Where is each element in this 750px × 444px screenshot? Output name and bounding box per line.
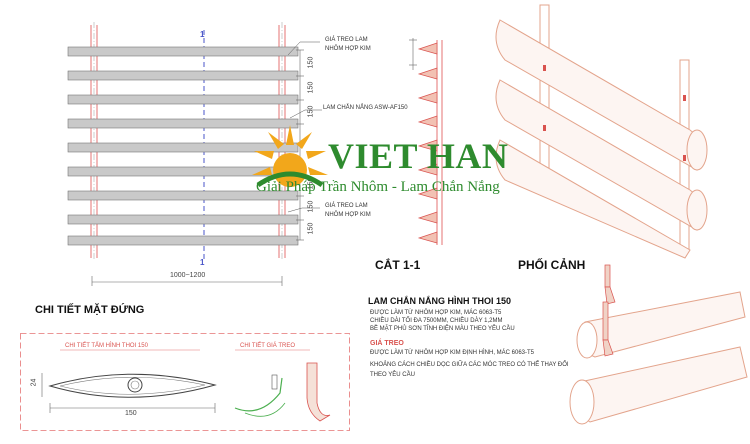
perspective-title: PHỐI CẢNH [518, 258, 586, 272]
brand-tagline: Giải Pháp Trần Nhôm - Lam Chắn Nắng [256, 179, 500, 195]
tube-detail-svg [569, 264, 748, 425]
section-drawing [395, 30, 485, 280]
sun-icon [252, 125, 328, 188]
spec-title: LAM CHẮN NẮNG HÌNH THOI 150 [368, 296, 512, 306]
section-svg [409, 38, 443, 245]
louver-bar-5 [67, 142, 299, 153]
louver-bar-7 [67, 190, 299, 201]
perspective-svg [495, 4, 708, 259]
callout-mid: LAM CHẮN NẮNG ASW-AF150 [323, 105, 408, 111]
hanger-spec-line: ĐƯỢC LÀM TỪ NHÔM HỢP KIM ĐỊNH HÌNH, MÁC … [370, 350, 535, 356]
perspective-drawing [485, 0, 750, 262]
louver-bar-8 [67, 214, 299, 225]
section-louvers [417, 42, 438, 244]
detail-frame: CHI TIẾT TẤM HÌNH THOI 150 CHI TIẾT GIÁ … [20, 333, 350, 431]
spacing-label-2: 150 [307, 81, 315, 94]
spec-line: CHIỀU DÀI TỐI ĐA 7500MM, CHIỀU DÀY 1,2MM [370, 318, 503, 324]
callout-bot-line1: GIÁ TREO LAM [325, 203, 368, 209]
section-mark-bottom: 1 [200, 258, 205, 267]
louver-bar-3 [67, 94, 299, 105]
callout-bot-line2: NHÔM HỢP KIM [325, 212, 371, 218]
width-dimension-label: 1000~1200 [170, 272, 206, 279]
elevation-svg [67, 22, 322, 286]
spec-line: ĐƯỢC LÀM TỪ NHÔM HỢP KIM, MÁC 6063-T5 [370, 310, 502, 316]
spacing-label-1: 150 [307, 56, 315, 69]
louver-bar-9 [67, 235, 299, 246]
section-title: CẮT 1-1 [375, 258, 421, 272]
height-dimension-label: 24 [30, 378, 38, 387]
hanger-spec-line: KHOẢNG CÁCH CHIỀU DỌC GIỮA CÁC MÓC TREO … [370, 362, 569, 368]
hanger-spec-title: GIÁ TREO [370, 340, 404, 347]
spec-line: BỀ MẶT PHỦ SƠN TĨNH ĐIỆN MÀU THEO YÊU CẦ… [370, 326, 515, 332]
detail-title: CHI TIẾT MẶT ĐỨNG [35, 304, 145, 316]
elevation-drawing: 1 1 GIÁ TREO LAM NHÔM HỢP KIM LAM CHẮN N… [0, 0, 408, 290]
spacing-label-3: 150 [307, 105, 315, 118]
callout-top-line2: NHÔM HỢP KIM [325, 46, 371, 52]
panel-detail-label: CHI TIẾT TẤM HÌNH THOI 150 [65, 343, 148, 349]
brand-logo: VIET HAN Giải Pháp Trần Nhôm - Lam Chắn … [250, 123, 530, 203]
hanger-spec-line: THEO YÊU CẦU [370, 372, 415, 378]
brand-name: VIET HAN [328, 136, 509, 176]
width-dimension-label-detail: 150 [125, 410, 137, 417]
louver-bars [67, 46, 299, 246]
louver-bar-4 [67, 118, 299, 129]
detail-svg [20, 333, 350, 431]
hanger-detail-label: CHI TIẾT GIÁ TREO [240, 343, 296, 349]
louver-bar-1 [67, 46, 299, 57]
spacing-label-6: 150 [307, 222, 315, 235]
louver-bar-2 [67, 70, 299, 81]
callout-top-line1: GIÁ TREO LAM [325, 37, 368, 43]
section-mark-top: 1 [200, 30, 205, 39]
tube-detail-drawing [565, 262, 750, 444]
